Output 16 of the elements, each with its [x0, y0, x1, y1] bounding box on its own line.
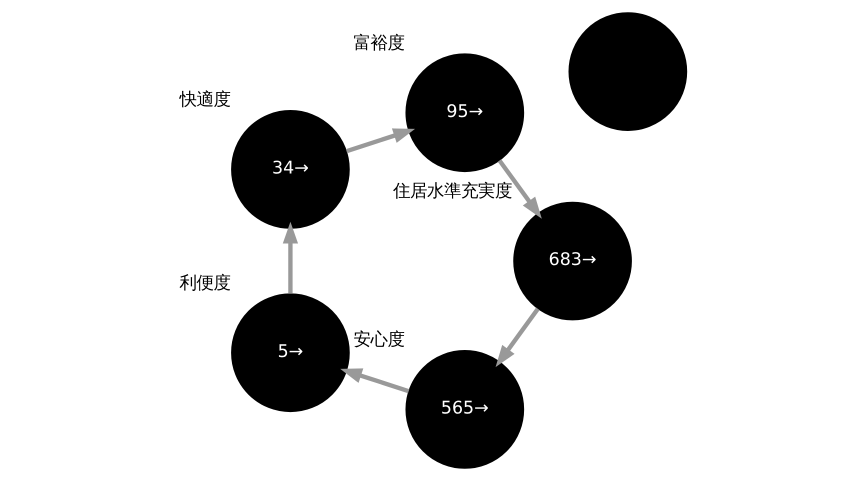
arrow: [497, 159, 542, 219]
node-circle: 34→: [230, 110, 350, 229]
arrow: [282, 222, 298, 294]
node-circle: 5→: [230, 293, 350, 412]
node-circle: 95→: [404, 53, 524, 172]
node-label: 住居水準充実度: [392, 182, 512, 202]
arrow: [345, 128, 415, 154]
node-label: 快適度: [178, 90, 230, 110]
arrow: [340, 368, 409, 394]
node-circle: [568, 12, 687, 131]
node-label: 利便度: [178, 273, 230, 294]
node-circle: 683→: [512, 202, 632, 320]
node-label: 富裕度: [353, 33, 404, 54]
node-circle: 565→: [404, 350, 524, 469]
arrow: [495, 308, 540, 368]
node-label: 安心度: [353, 330, 404, 350]
